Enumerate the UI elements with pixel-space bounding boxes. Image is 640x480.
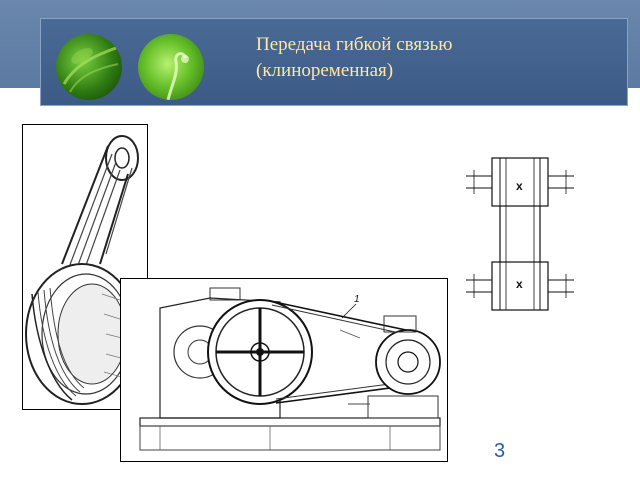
belt-schematic: x x	[460, 154, 580, 312]
upper-bearing-marker: x	[516, 179, 523, 193]
callout-label: 1	[354, 294, 360, 305]
leaf-image-left	[56, 34, 122, 100]
slide-title-line2: (клиноременная)	[256, 60, 394, 81]
slide-title: Передача гибкой связью (клиноременная)	[256, 32, 616, 84]
slide-title-line1: Передача гибкой связью	[256, 34, 453, 55]
machine-drawing: 1	[120, 278, 448, 462]
lower-bearing-marker: x	[516, 277, 523, 291]
page-number: 3	[494, 440, 506, 462]
leaf-image-right	[138, 34, 204, 100]
